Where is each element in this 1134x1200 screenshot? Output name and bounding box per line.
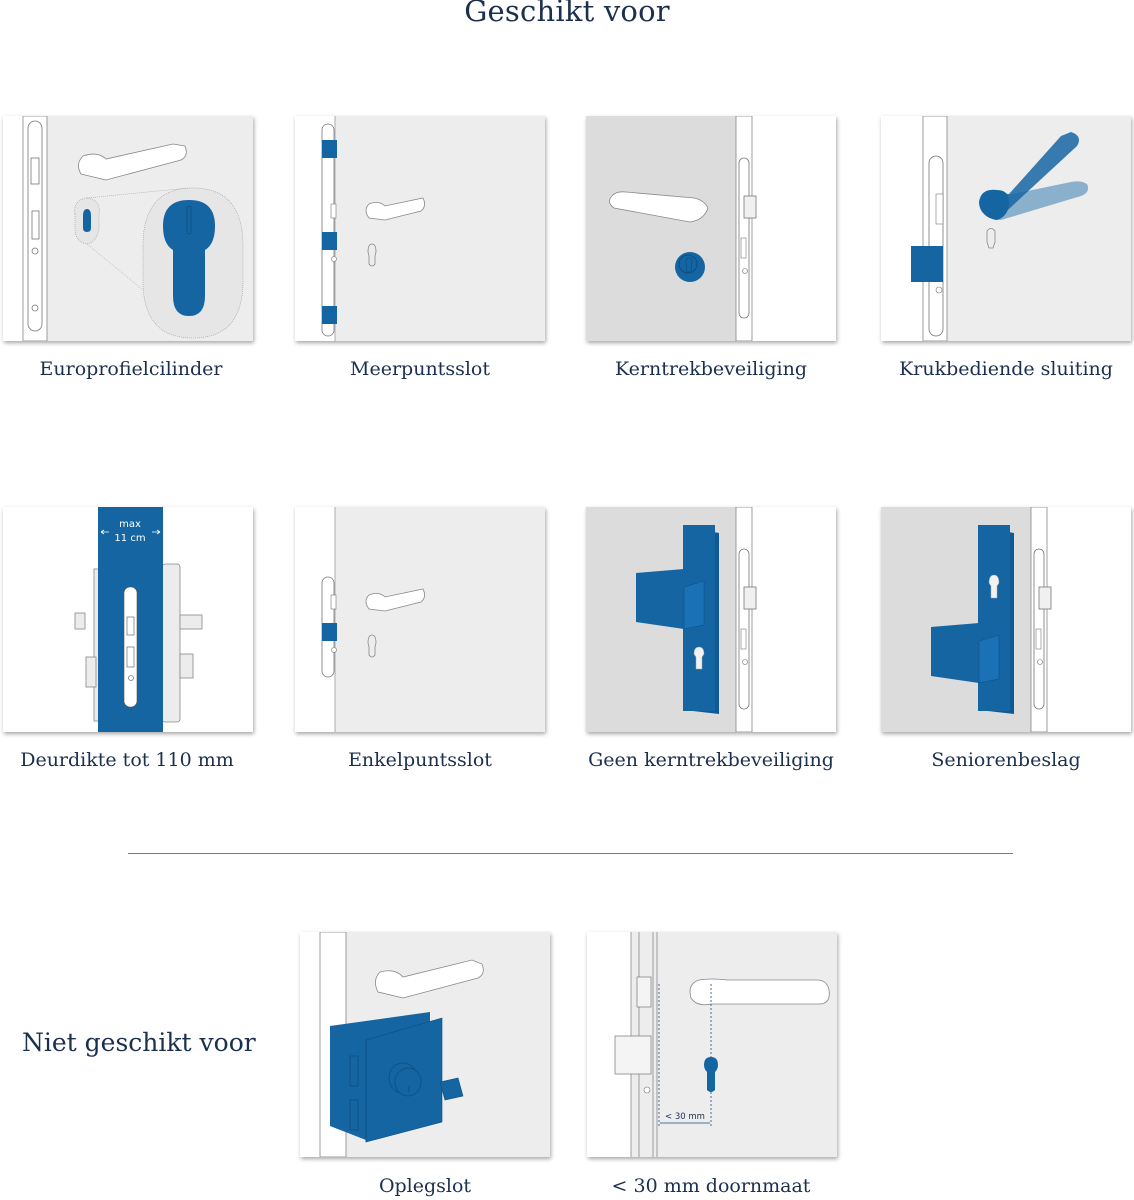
backset-illustration: < 30 mm <box>587 932 830 1157</box>
door-thickness-illustration: max 11 cm <box>74 507 203 732</box>
no-core-pull-protection-illustration <box>636 507 836 732</box>
suitable-label: Deurdikte tot 110 mm <box>20 749 234 771</box>
handle-operated-lock-illustration <box>881 116 1089 341</box>
width-annotation: 11 cm <box>114 533 145 544</box>
euro-profile-cylinder-illustration <box>3 116 244 341</box>
backset-card: < 30 mm <box>587 932 837 1157</box>
page-title: Geschikt voor <box>464 0 670 28</box>
suitable-label: Geen kerntrekbeveiliging <box>588 749 834 771</box>
rim-lock-illustration <box>300 932 484 1157</box>
suitable-label: Kerntrekbeveiliging <box>615 358 807 380</box>
not-suitable-label: Oplegslot <box>378 1175 472 1197</box>
not-suitable-label: < 30 mm doornmaat <box>611 1175 811 1197</box>
euro-profile-cylinder-card <box>3 116 253 341</box>
max-annotation: max <box>119 519 141 530</box>
single-point-lock-card <box>295 507 545 732</box>
suitable-label: Meerpuntsslot <box>350 358 490 380</box>
senior-fitting-illustration <box>931 507 1131 732</box>
senior-fitting-card <box>881 507 1131 732</box>
multipoint-lock-card <box>295 116 545 341</box>
suitable-label: Europrofielcilinder <box>39 358 223 380</box>
core-pull-protection-card <box>586 116 836 341</box>
door-thickness-card: max 11 cm <box>3 507 253 732</box>
section-divider <box>128 853 1013 854</box>
suitable-label: Krukbediende sluiting <box>899 358 1113 380</box>
multipoint-lock-illustration <box>295 116 425 341</box>
not-suitable-heading: Niet geschikt voor <box>22 1028 256 1057</box>
single-point-lock-illustration <box>295 507 425 732</box>
rim-lock-card <box>300 932 550 1157</box>
no-core-pull-protection-card <box>586 507 836 732</box>
core-pull-protection-illustration <box>609 116 836 341</box>
backset-annotation: < 30 mm <box>665 1112 705 1122</box>
suitable-label: Enkelpuntsslot <box>348 749 492 771</box>
handle-operated-lock-card <box>881 116 1131 341</box>
suitable-label: Seniorenbeslag <box>931 749 1081 771</box>
